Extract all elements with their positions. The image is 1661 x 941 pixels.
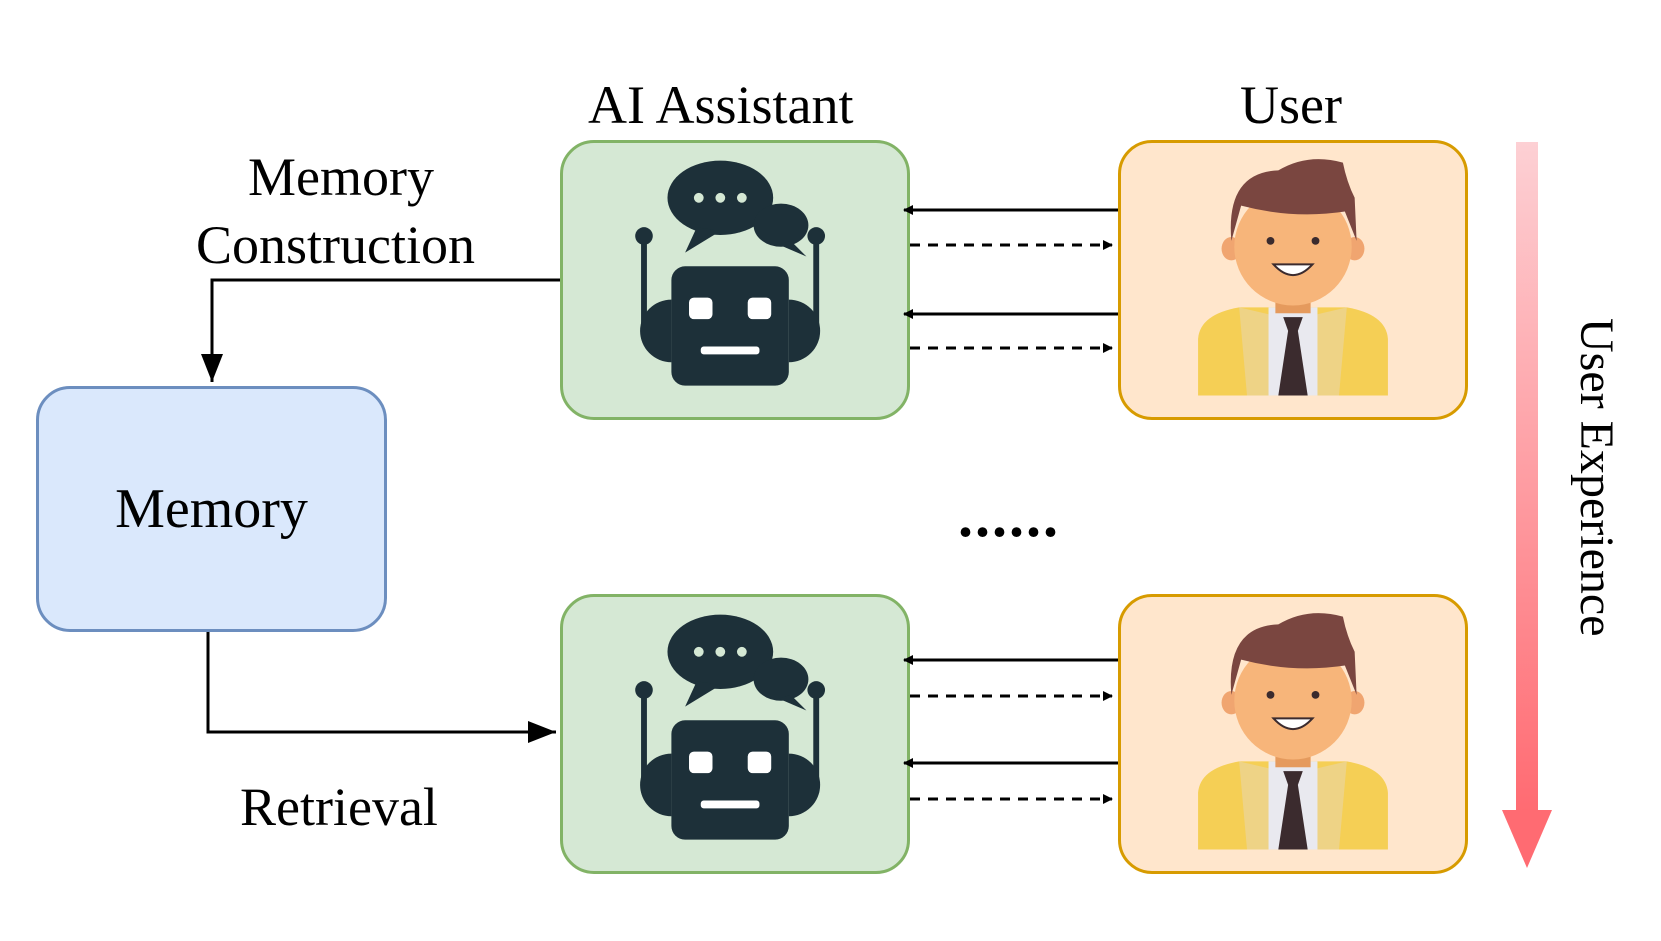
memory-construction-label-line2: Construction bbox=[196, 215, 475, 275]
memory-box: Memory bbox=[36, 386, 387, 632]
businessman-avatar-icon bbox=[1198, 159, 1388, 396]
more-rounds-ellipsis: ...... bbox=[958, 483, 1060, 549]
assistant-box-top bbox=[560, 140, 910, 420]
user-box-bottom bbox=[1118, 594, 1468, 874]
robot-chat-icon bbox=[635, 614, 826, 840]
user-experience-arrow bbox=[1502, 142, 1552, 868]
memory-label: Memory bbox=[115, 478, 308, 540]
memory-construction-arrow bbox=[201, 278, 560, 382]
user-title: User bbox=[1240, 75, 1342, 135]
robot-chat-icon bbox=[635, 160, 826, 386]
retrieval-label: Retrieval bbox=[240, 777, 438, 837]
ai-assistant-title: AI Assistant bbox=[588, 75, 854, 135]
retrieval-arrow bbox=[206, 632, 556, 743]
user-experience-label: User Experience bbox=[1570, 318, 1623, 637]
user-box-top bbox=[1118, 140, 1468, 420]
assistant-box-bottom bbox=[560, 594, 910, 874]
memory-construction-label-line1: Memory bbox=[248, 147, 434, 207]
businessman-avatar-icon bbox=[1198, 613, 1388, 850]
